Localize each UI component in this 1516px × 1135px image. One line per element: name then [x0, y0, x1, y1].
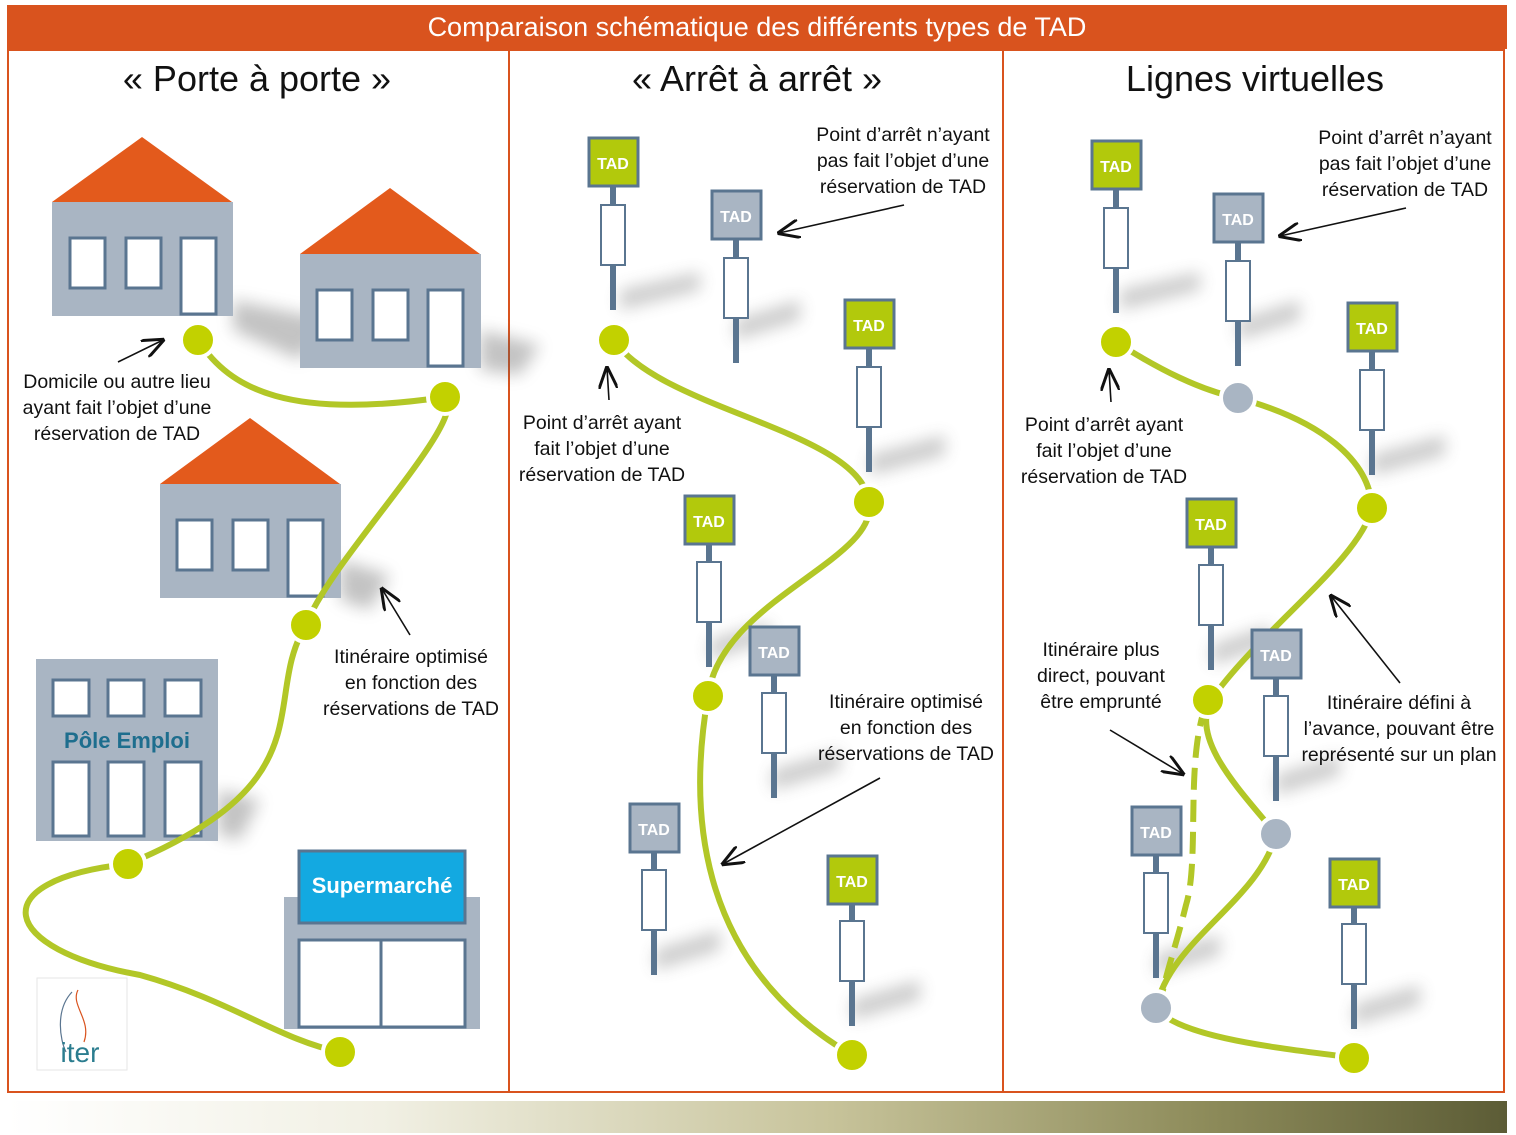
- annotation-domicile: Domicile ou autre lieu ayant fait l’obje…: [22, 371, 212, 445]
- header-title: Comparaison schématique des différents t…: [427, 12, 1087, 42]
- stop-dot-grey: [1257, 815, 1295, 853]
- route-stops: [109, 321, 464, 1071]
- annotation-itineraire-defini: Itinéraire défini à l’avance, pouvant êt…: [1301, 692, 1497, 766]
- annotation-arret-reserve: Point d’arrêt ayant fait l’objet d’une r…: [518, 412, 686, 486]
- annotation-itineraire-direct: Itinéraire plus direct, pouvant être emp…: [1037, 639, 1165, 713]
- route-stops: [1097, 323, 1391, 1077]
- tad-sign-reserved: TAD: [1185, 497, 1238, 549]
- stop-dot: [287, 606, 325, 644]
- panel-title-porte-a-porte: « Porte à porte »: [122, 58, 392, 99]
- svg-text:TAD: TAD: [638, 822, 670, 839]
- tad-sign-unreserved: TAD: [1212, 192, 1265, 244]
- annotation-itineraire-optimise: Itinéraire optimisé en fonction des rése…: [818, 691, 994, 765]
- tad-sign-reserved: TAD: [683, 494, 736, 546]
- arrow-icon: [1280, 207, 1407, 236]
- arrow-icon: [117, 340, 163, 363]
- stop-dot: [833, 1036, 871, 1074]
- tad-signs: TAD TAD TAD TAD TAD TAD: [587, 136, 896, 906]
- tad-sign-reserved: TAD: [1346, 301, 1399, 353]
- stop-dot: [1335, 1039, 1373, 1077]
- annotation-itineraire-optimise: Itinéraire optimisé en fonction des rése…: [323, 646, 499, 720]
- stop-dot: [1353, 489, 1391, 527]
- arrow-icon: [382, 589, 411, 636]
- arrow-icon: [1331, 596, 1401, 684]
- direct-route-line: [1157, 703, 1209, 1006]
- tad-sign-unreserved: TAD: [1250, 628, 1303, 680]
- svg-text:TAD: TAD: [1222, 212, 1254, 229]
- tad-signs: TAD TAD TAD TAD TAD TAD: [1090, 139, 1399, 909]
- stop-dot: [321, 1033, 359, 1071]
- svg-text:TAD: TAD: [758, 645, 790, 662]
- diagram-frame: [7, 49, 1505, 1093]
- stop-dot-grey: [1137, 989, 1175, 1027]
- stop-dot: [179, 321, 217, 359]
- panel-divider: [508, 49, 510, 1093]
- header-banner: Comparaison schématique des différents t…: [7, 5, 1507, 49]
- annotation-arret-non-reserve: Point d’arrêt n’ayant pas fait l’objet d…: [1318, 127, 1492, 201]
- pole-emploi-building: Pôle Emploi: [36, 659, 218, 841]
- svg-text:TAD: TAD: [1100, 159, 1132, 176]
- panel-porte-a-porte: Pôle Emploi Supermarché iter: [22, 137, 540, 1071]
- tad-sign-reserved: TAD: [1328, 857, 1381, 909]
- supermarche-label: Supermarché: [312, 873, 453, 898]
- arrow-icon: [1109, 729, 1183, 774]
- tad-sign-reserved: TAD: [826, 854, 879, 906]
- arrow-icon: [607, 368, 609, 401]
- tad-sign-reserved: TAD: [587, 136, 640, 188]
- arrow-icon: [779, 204, 905, 233]
- svg-text:TAD: TAD: [1356, 321, 1388, 338]
- svg-text:TAD: TAD: [1140, 825, 1172, 842]
- svg-text:TAD: TAD: [693, 514, 725, 531]
- stop-dot: [1097, 323, 1135, 361]
- route-line: [22, 338, 451, 1055]
- arrow-icon: [1109, 370, 1111, 403]
- house-icon: [52, 137, 233, 316]
- panel-arret-a-arret: TAD TAD TAD TAD TAD TAD: [587, 136, 945, 1074]
- house-icon: [160, 418, 341, 598]
- svg-text:TAD: TAD: [1338, 877, 1370, 894]
- svg-text:TAD: TAD: [836, 874, 868, 891]
- panel-lignes-virtuelles: TAD TAD TAD TAD TAD TAD: [1090, 139, 1445, 1077]
- stop-dot: [595, 321, 633, 359]
- panel-title-arret-a-arret: « Arrêt à arrêt »: [631, 58, 883, 99]
- footer-decoration: [7, 1101, 1507, 1133]
- svg-text:TAD: TAD: [720, 209, 752, 226]
- logo-text: iter: [61, 1037, 100, 1068]
- svg-text:TAD: TAD: [1260, 648, 1292, 665]
- tad-sign-unreserved: TAD: [748, 625, 801, 677]
- svg-text:TAD: TAD: [1195, 517, 1227, 534]
- panel-title-lignes-virtuelles: Lignes virtuelles: [1125, 58, 1385, 99]
- tad-sign-unreserved: TAD: [710, 189, 763, 241]
- arrow-icon: [723, 777, 881, 864]
- tad-sign-reserved: TAD: [843, 298, 896, 350]
- stop-dot-grey: [1219, 379, 1257, 417]
- tad-sign-reserved: TAD: [1090, 139, 1143, 191]
- stop-dot: [109, 845, 147, 883]
- pole-emploi-label: Pôle Emploi: [64, 728, 190, 753]
- annotation-arret-non-reserve: Point d’arrêt n’ayant pas fait l’objet d…: [816, 124, 990, 198]
- svg-text:TAD: TAD: [853, 318, 885, 335]
- route-stops: [595, 321, 888, 1074]
- route-line: [611, 338, 873, 1058]
- annotation-arret-reserve: Point d’arrêt ayant fait l’objet d’une r…: [1020, 414, 1188, 488]
- stop-dot: [689, 677, 727, 715]
- iter-logo: iter: [36, 977, 128, 1071]
- stop-dot: [1189, 681, 1227, 719]
- house-icon: [300, 188, 481, 368]
- tad-sign-unreserved: TAD: [628, 802, 681, 854]
- stop-dot: [426, 378, 464, 416]
- panel-divider: [1002, 49, 1004, 1093]
- svg-text:TAD: TAD: [597, 156, 629, 173]
- stop-dot: [850, 483, 888, 521]
- supermarche-building: Supermarché: [284, 849, 480, 1029]
- tad-sign-unreserved: TAD: [1130, 805, 1183, 857]
